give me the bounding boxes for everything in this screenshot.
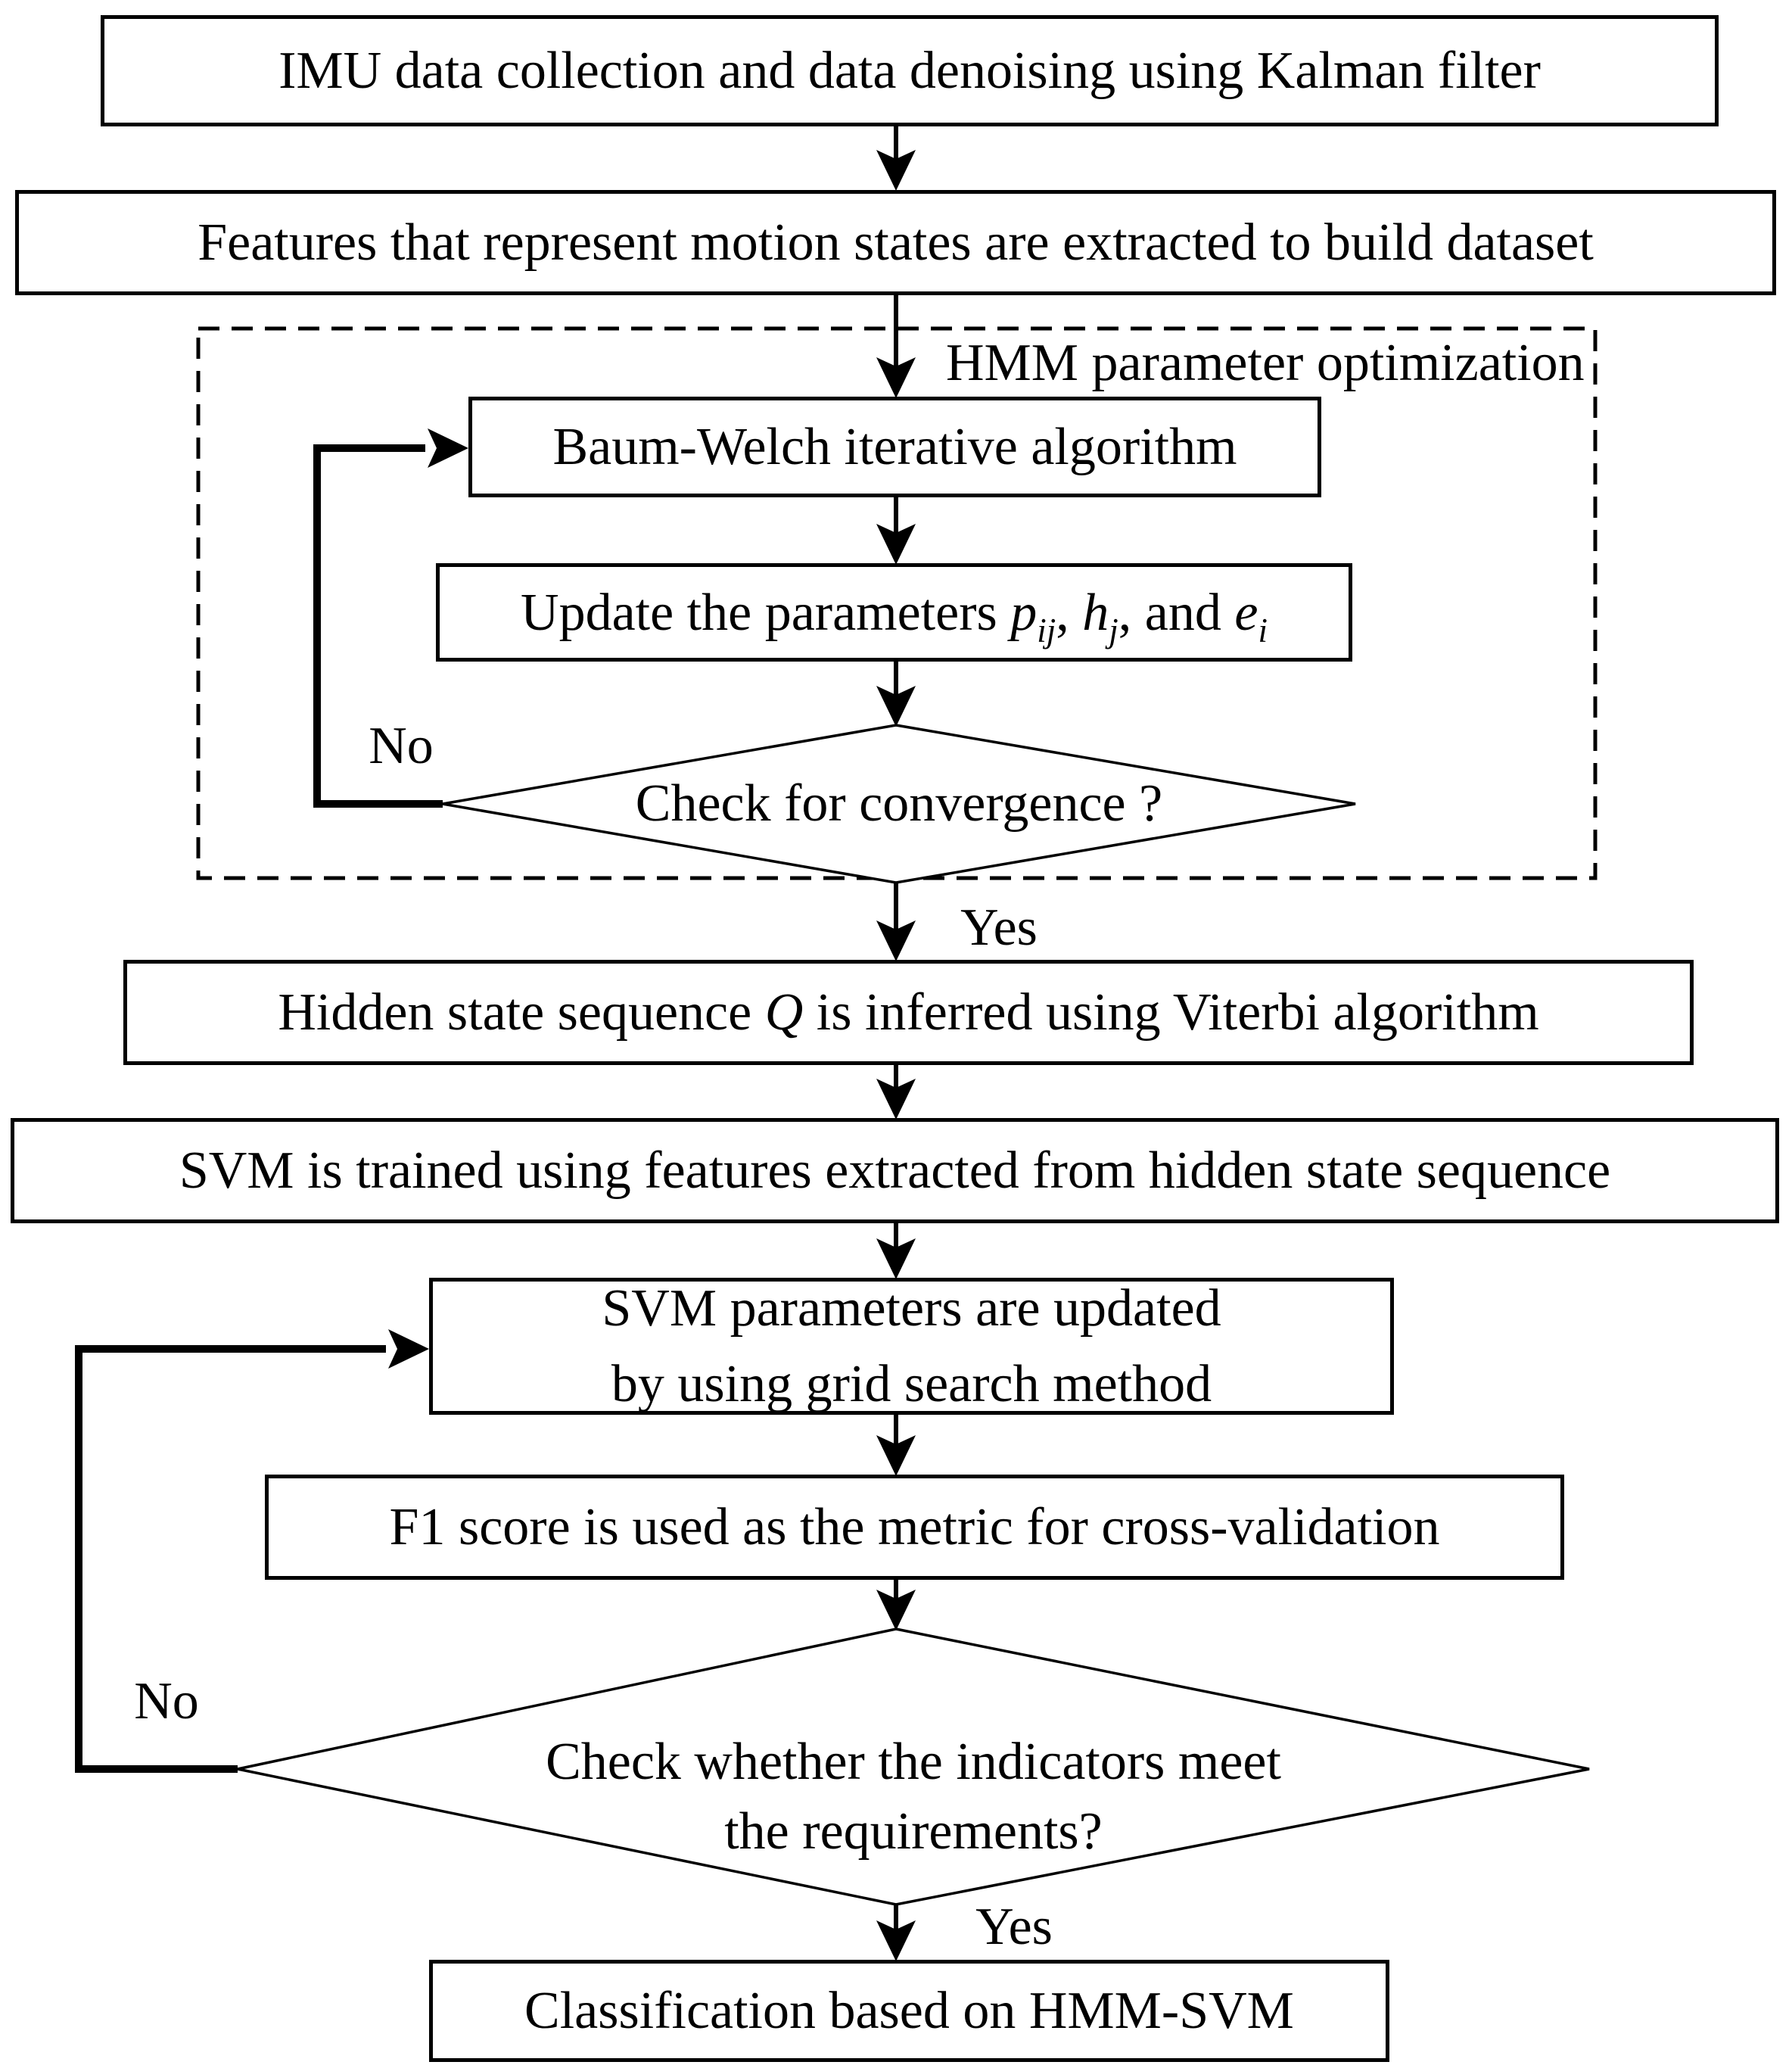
node-feature-extraction: Features that represent motion states ar… [15, 190, 1776, 295]
decision-indicators-line2: the requirements? [724, 1802, 1103, 1861]
node-baum-welch-label: Baum-Welch iterative algorithm [552, 418, 1237, 476]
no-loop-line-indicators [75, 1345, 386, 1773]
edge-label-convergence-yes: Yes [960, 899, 1038, 957]
decision-indicators-line1: Check whether the indicators meet [546, 1733, 1281, 1791]
param-h-subscript: j [1109, 611, 1118, 649]
param-e-subscript: i [1258, 611, 1268, 649]
edge-label-indicators-yes: Yes [975, 1898, 1053, 1956]
node-svm-parameter-update-line1: SVM parameters are updated [602, 1279, 1221, 1338]
node-baum-welch: Baum-Welch iterative algorithm [468, 397, 1321, 497]
node-imu-data-collection: IMU data collection and data denoising u… [101, 15, 1719, 126]
no-loop-arrowhead-indicators [388, 1329, 429, 1369]
node-imu-label: IMU data collection and data denoising u… [278, 42, 1541, 100]
hmm-optimization-container-label: HMM parameter optimization [946, 334, 1585, 392]
update-params-sep2: , and [1118, 583, 1235, 642]
arrowhead-2 [876, 357, 916, 398]
node-classification-hmm-svm: Classification based on HMM-SVM [429, 1960, 1389, 2062]
arrowhead-5 [876, 920, 916, 961]
node-viterbi-label: Hidden state sequence Q is inferred usin… [278, 983, 1538, 1042]
decision-indicators-label: Check whether the indicators meet the re… [238, 1727, 1589, 1867]
arrowhead-3 [876, 524, 916, 565]
arrowhead-6 [876, 1079, 916, 1120]
node-svm-training: SVM is trained using features extracted … [11, 1118, 1779, 1223]
node-viterbi-inference: Hidden state sequence Q is inferred usin… [123, 960, 1694, 1065]
no-loop-arrowhead-convergence [428, 428, 468, 468]
arrowhead-10 [876, 1920, 916, 1961]
node-f1-cross-validation: F1 score is used as the metric for cross… [265, 1475, 1564, 1580]
arrowhead-1 [876, 150, 916, 191]
arrowhead-9 [876, 1590, 916, 1631]
param-e: e [1234, 583, 1258, 642]
node-classification-label: Classification based on HMM-SVM [524, 1982, 1294, 2040]
update-params-sep1: , [1056, 583, 1083, 642]
viterbi-prefix: Hidden state sequence [278, 983, 765, 1042]
update-params-prefix: Update the parameters [521, 583, 1011, 642]
param-p: p [1010, 583, 1038, 642]
flow-arrowheads [876, 150, 916, 1961]
no-loop-line-convergence [313, 444, 443, 808]
decision-convergence-label: Check for convergence ? [635, 774, 1163, 833]
viterbi-suffix: is inferred using Viterbi algorithm [803, 983, 1539, 1042]
edge-label-indicators-no: No [134, 1672, 199, 1730]
arrowhead-4 [876, 686, 916, 727]
node-f1-cross-validation-label: F1 score is used as the metric for cross… [389, 1498, 1440, 1556]
param-h: h [1082, 583, 1109, 642]
node-update-parameters-label: Update the parameters pij, hj, and ei [521, 583, 1268, 648]
node-svm-parameter-update-line2: by using grid search method [611, 1354, 1212, 1413]
node-svm-parameter-update: SVM parameters are updated by using grid… [429, 1278, 1394, 1415]
arrowhead-7 [876, 1238, 916, 1279]
node-feature-extraction-label: Features that represent motion states ar… [198, 213, 1594, 272]
hidden-state-sequence-symbol: Q [764, 983, 804, 1042]
param-p-subscript: ij [1037, 611, 1056, 649]
edge-label-convergence-no: No [369, 717, 434, 775]
arrowhead-8 [876, 1435, 916, 1476]
node-update-parameters: Update the parameters pij, hj, and ei [436, 563, 1352, 662]
node-svm-training-label: SVM is trained using features extracted … [179, 1142, 1611, 1200]
